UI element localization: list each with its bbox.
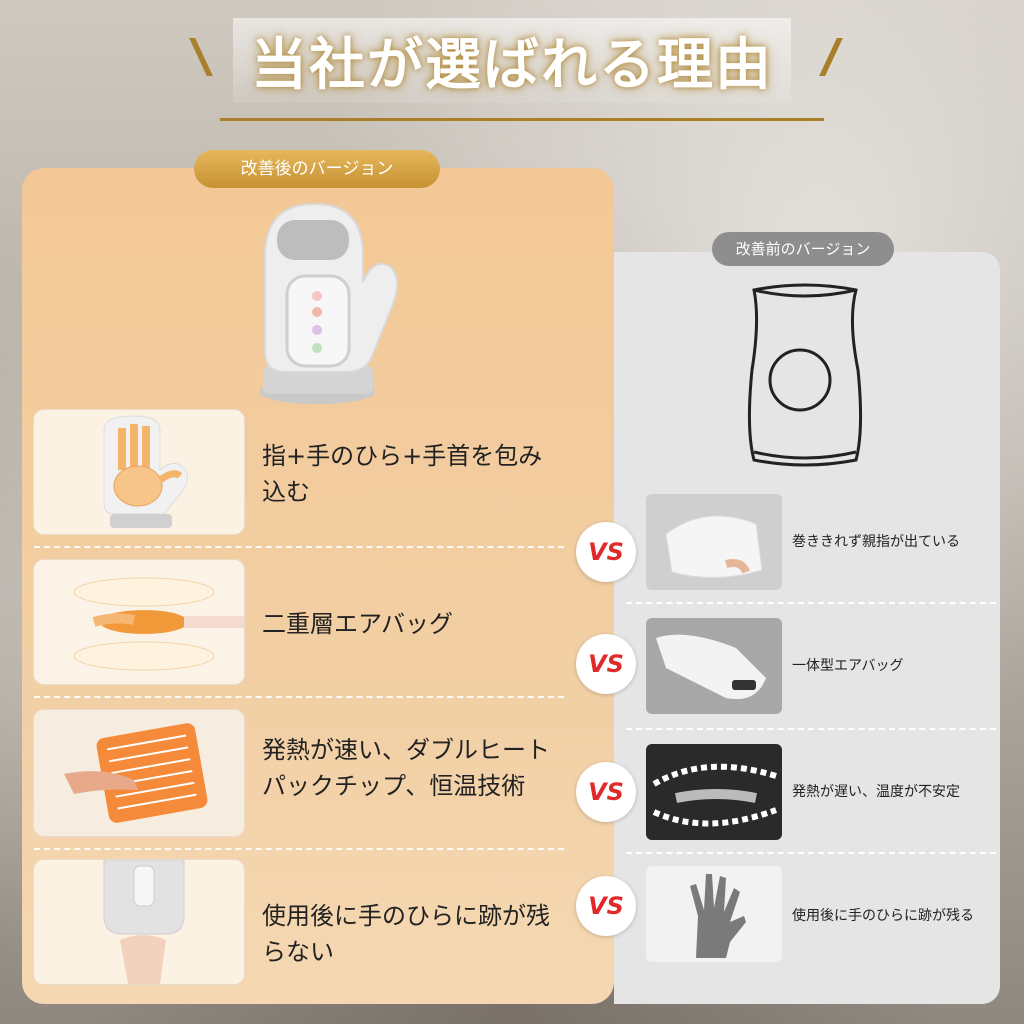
feature-no-mark-image <box>34 860 244 984</box>
row-divider <box>34 696 564 698</box>
vs-badge: VS <box>576 522 636 582</box>
vs-badge: VS <box>576 762 636 822</box>
feature-wrap-image <box>34 410 244 534</box>
previous-airbag-image <box>646 618 782 714</box>
row-divider <box>626 728 996 730</box>
improved-version-badge: 改善後のバージョン <box>194 150 440 188</box>
previous-mark-image <box>646 866 782 962</box>
previous-heat-image <box>646 744 782 840</box>
row-divider <box>626 852 996 854</box>
feature-wrap-text: 指+手のひら+手首を包み込む <box>262 442 543 506</box>
vs-badge: VS <box>576 876 636 936</box>
previous-device-image <box>747 283 863 467</box>
previous-thumb-exposed-text: 巻ききれず親指が出ている <box>792 534 960 550</box>
previous-airbag-text: 一体型エアバッグ <box>792 658 904 674</box>
row-divider <box>34 546 564 548</box>
feature-no-mark-text: 使用後に手のひらに跡が残らない <box>262 902 550 966</box>
previous-mark-text: 使用後に手のひらに跡が残る <box>792 908 974 924</box>
row-divider <box>626 602 996 604</box>
previous-heat-text: 発熱が遅い、温度が不安定 <box>792 784 960 800</box>
feature-airbag-text: 二重層エアバッグ <box>262 610 454 638</box>
title-wrap: 当社が選ばれる理由 <box>0 18 1024 103</box>
feature-airbag-image <box>34 560 244 684</box>
title-underline <box>220 118 824 121</box>
improved-device-image <box>259 202 399 404</box>
feature-heat-text: 発熱が速い、ダブルヒートパックチップ、恒温技術 <box>262 736 550 800</box>
row-divider <box>34 848 564 850</box>
previous-version-badge: 改善前のバージョン <box>712 232 894 266</box>
page-title: 当社が選ばれる理由 <box>233 18 791 103</box>
vs-badge: VS <box>576 634 636 694</box>
feature-heat-image <box>34 710 244 836</box>
previous-thumb-exposed-image <box>646 494 782 590</box>
